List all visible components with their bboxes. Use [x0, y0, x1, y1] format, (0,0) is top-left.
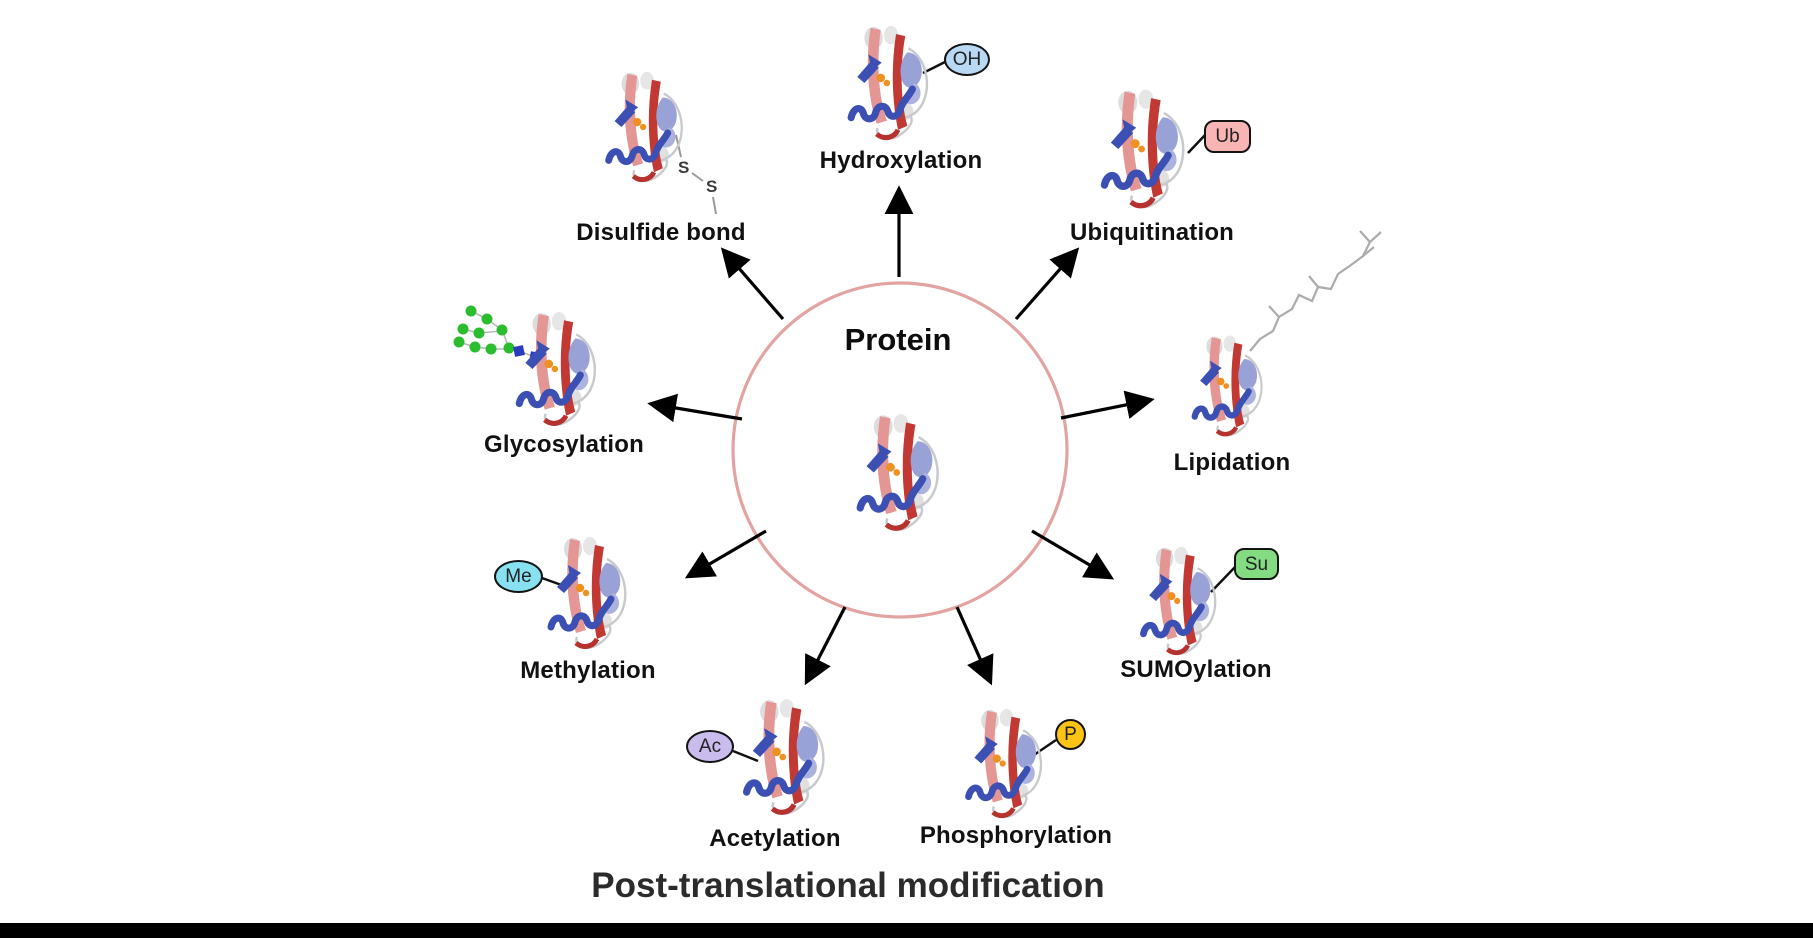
arrow-sumoylation: [1031, 529, 1115, 580]
label-disulfide-bond: Disulfide bond: [576, 219, 746, 246]
arrow-lipidation: [1060, 390, 1155, 420]
protein-structure-sumoylation: [1143, 547, 1215, 654]
disulfide-s1: S: [678, 158, 690, 177]
protein-structure-glycosylation: [519, 312, 595, 425]
badge-me: Me: [494, 560, 543, 593]
label-sumoylation: SUMOylation: [1120, 656, 1272, 683]
label-glycosylation: Glycosylation: [484, 431, 644, 458]
protein-structure-ubiquitination: [1104, 90, 1183, 207]
connector-oh: [922, 60, 946, 75]
label-ubiquitination: Ubiquitination: [1069, 219, 1235, 246]
connector-ub: [1187, 133, 1207, 154]
badge-p: P: [1055, 719, 1086, 750]
lipid-chain: [1249, 230, 1382, 352]
connector-ac: [732, 749, 759, 763]
protein-structure-hydroxylation: [851, 26, 927, 139]
figure-title: Post-translational modification: [591, 866, 1105, 905]
protein-structure-methylation: [551, 537, 625, 648]
arrow-disulfide-bond: [720, 247, 785, 321]
label-acetylation: Acetylation: [709, 825, 841, 852]
arrow-acetylation: [804, 606, 847, 686]
protein-structure-phosphorylation: [969, 709, 1041, 817]
protein-circle: [731, 281, 1069, 619]
arrow-glycosylation: [647, 393, 743, 423]
connector-su: [1210, 565, 1237, 593]
protein-structure-acetylation: [747, 699, 824, 814]
arrow-methylation: [684, 529, 767, 579]
badge-oh: OH: [944, 43, 990, 76]
protein-center-label: Protein: [844, 322, 952, 357]
bottom-black-bar: [0, 923, 1813, 938]
arrow-phosphorylation: [955, 606, 994, 686]
badge-ub: Ub: [1204, 120, 1251, 153]
protein-structure-disulfide: [609, 72, 682, 181]
label-methylation: Methylation: [520, 657, 656, 684]
arrow-group: [647, 185, 1155, 686]
badge-ac: Ac: [686, 730, 734, 763]
badge-connectors: [541, 60, 1237, 763]
label-phosphorylation: Phosphorylation: [919, 822, 1113, 849]
arrow-ubiquitination: [1014, 247, 1080, 321]
label-hydroxylation: Hydroxylation: [819, 147, 983, 174]
label-lipidation: Lipidation: [1173, 449, 1291, 476]
disulfide-s2: S: [706, 177, 718, 196]
badge-su: Su: [1234, 548, 1279, 580]
